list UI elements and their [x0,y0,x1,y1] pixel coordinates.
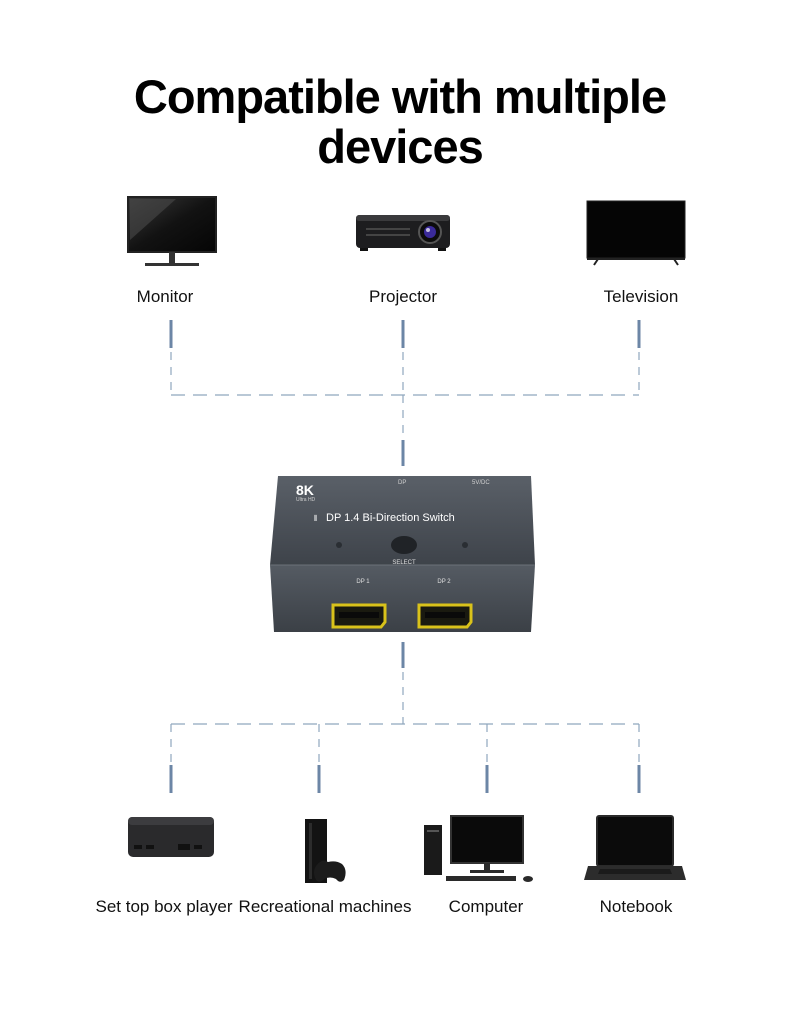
label-projector: Projector [368,287,438,306]
switch-badge-sub: Ultra HD [296,497,316,503]
switch-badge: 8K [296,482,314,498]
switch-port1-label: DP 1 [356,579,370,585]
monitor-icon [127,196,217,266]
projector-icon [356,215,450,251]
label-set-top-box: Set top box player [95,897,233,916]
top-connectors [169,320,641,466]
switch-dp-symbol-icon: ⫴ [314,514,317,523]
notebook-icon [584,815,686,880]
television-icon [586,200,686,266]
switch-port2-label: DP 2 [437,579,451,585]
label-computer: Computer [448,897,524,916]
switch-select-label: SELECT [392,560,416,566]
dp-switch: 8K Ultra HD DP 5V/DC ⫴ DP 1.4 Bi-Directi… [270,476,535,632]
computer-icon [424,815,533,882]
title-line-1: Compatible with multiple [133,70,667,123]
page-title: Compatible with multiple devices [0,72,800,172]
bottom-connectors [169,642,641,793]
switch-top-port-right: 5V/DC [472,480,490,486]
label-recreational-machines: Recreational machines [238,897,412,916]
title-line-2: devices [317,120,483,173]
label-notebook: Notebook [599,897,673,916]
switch-top-port-left: DP [398,480,406,486]
dp-port-2 [417,603,473,629]
label-television: Television [603,287,679,306]
set-top-box-icon [128,817,214,857]
switch-name: DP 1.4 Bi-Direction Switch [326,512,455,524]
game-console-icon [305,819,346,883]
dp-port-1 [331,603,387,629]
label-monitor: Monitor [136,287,194,306]
